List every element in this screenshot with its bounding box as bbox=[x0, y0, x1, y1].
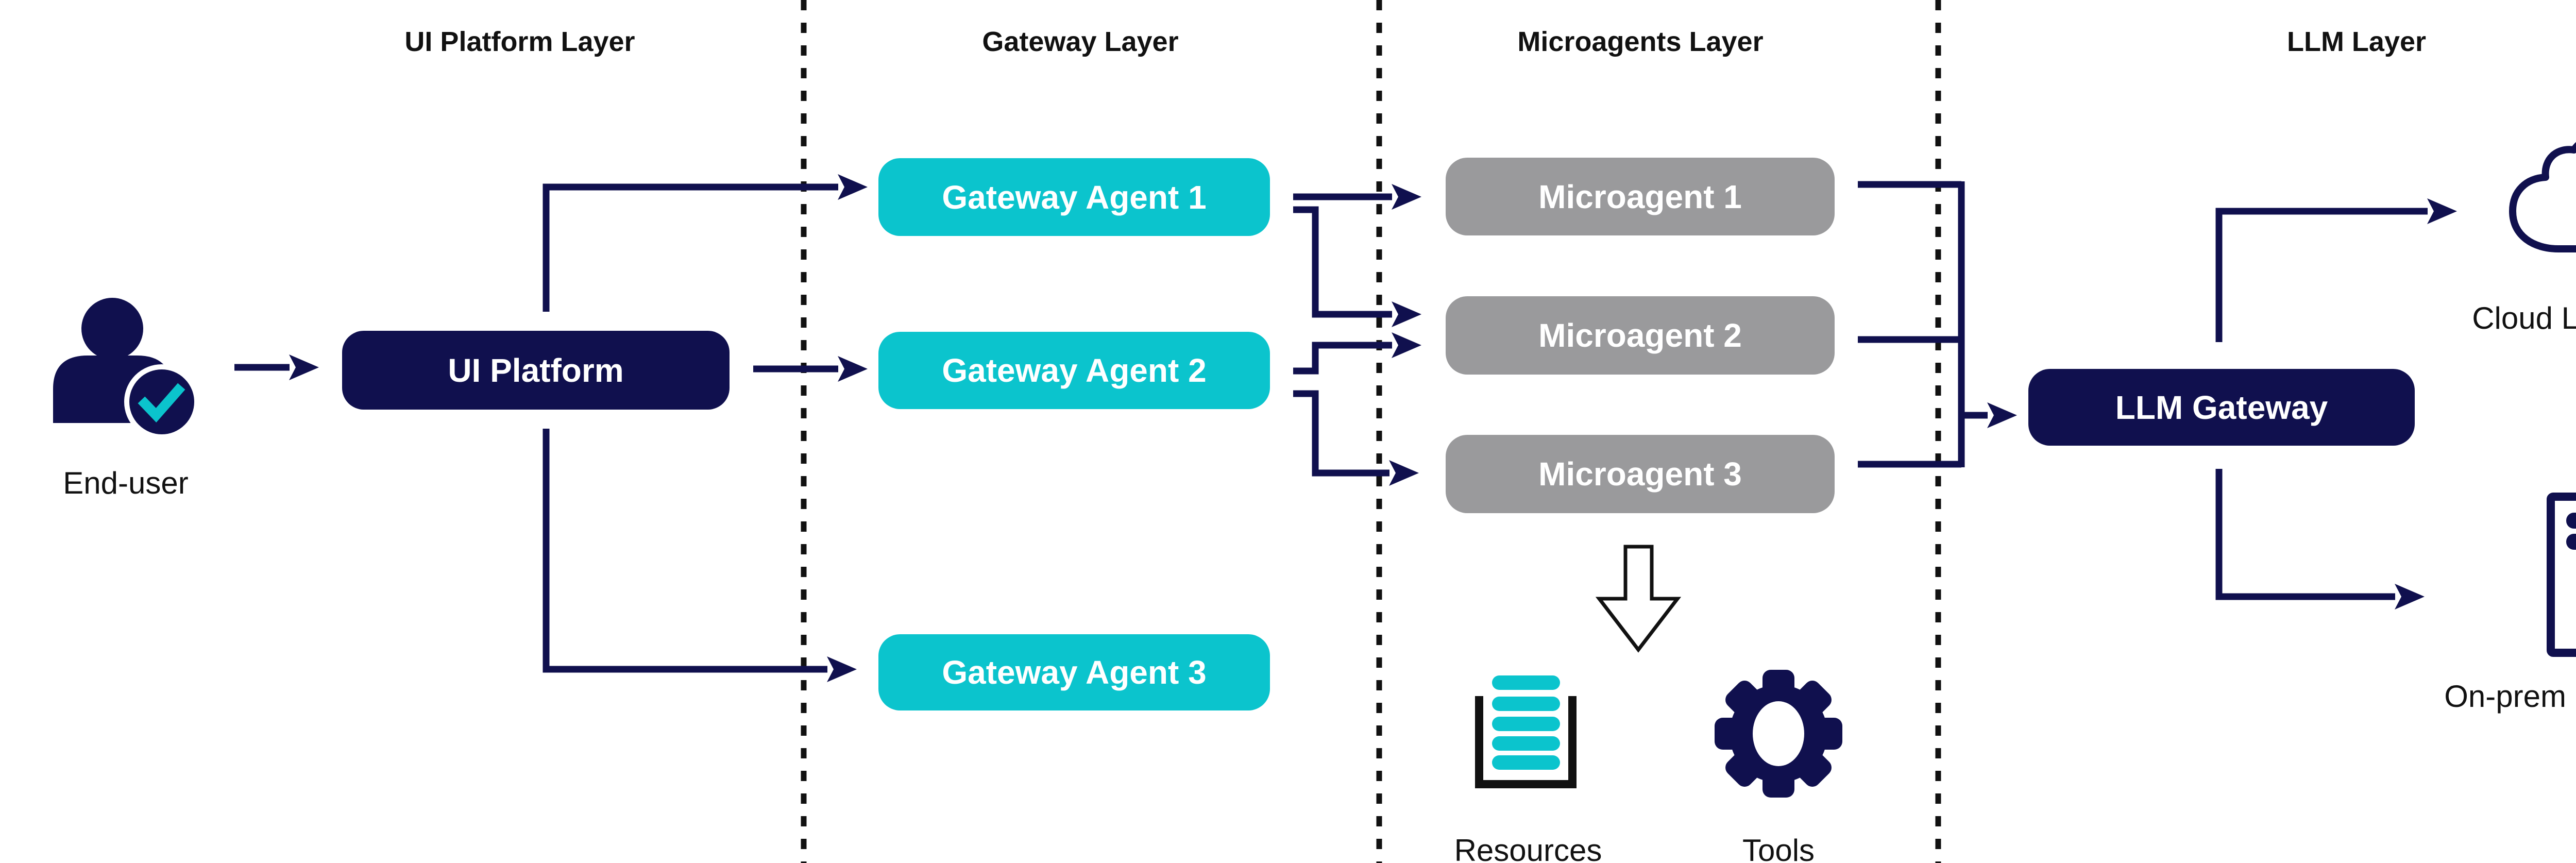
server-slot-2 bbox=[2566, 534, 2576, 550]
connector-ga2-to-microagent-3 bbox=[1293, 390, 1419, 486]
caption-cloud-llm-provider: Cloud LLM provider bbox=[2472, 301, 2576, 335]
down-arrow-icon bbox=[1595, 545, 1682, 653]
node-microagent-3: Microagent 3 bbox=[1446, 435, 1835, 513]
header-microagents-layer: Microagents Layer bbox=[1517, 26, 1764, 57]
gear-icon bbox=[1715, 670, 1842, 798]
node-gateway-agent-3: Gateway Agent 3 bbox=[878, 634, 1270, 710]
connector-ui-to-gateway-agent-3 bbox=[543, 429, 857, 682]
header-gateway-layer: Gateway Layer bbox=[982, 26, 1179, 57]
node-gateway-agent-2: Gateway Agent 2 bbox=[878, 332, 1270, 409]
header-llm-layer: LLM Layer bbox=[2286, 26, 2427, 57]
check-mark bbox=[138, 383, 185, 423]
layer-dividers bbox=[801, 0, 1941, 863]
caption-end-user: End-user bbox=[63, 466, 189, 500]
connector-ga1-to-microagent-2 bbox=[1293, 206, 1421, 327]
caption-tools: Tools bbox=[1742, 833, 1815, 863]
resources-bottom-wall bbox=[1475, 780, 1577, 788]
header-ui-platform-layer: UI Platform Layer bbox=[404, 26, 635, 57]
server-slot-1 bbox=[2566, 513, 2576, 529]
cloud-icon bbox=[2509, 142, 2576, 252]
node-llm-gateway: LLM Gateway bbox=[2028, 369, 2415, 446]
connector-llm-gateway-to-onprem bbox=[2215, 469, 2425, 610]
resources-bars bbox=[1492, 675, 1560, 770]
connector-ga2-to-microagent-2 bbox=[1293, 332, 1421, 375]
node-gateway-agent-1: Gateway Agent 1 bbox=[878, 158, 1270, 236]
node-microagent-1: Microagent 1 bbox=[1446, 158, 1835, 235]
resources-stack-icon bbox=[1475, 675, 1577, 788]
resources-right-wall bbox=[1568, 696, 1577, 788]
resources-left-wall bbox=[1475, 696, 1483, 788]
caption-resources: Resources bbox=[1454, 833, 1602, 863]
node-ui-platform: UI Platform bbox=[342, 331, 730, 410]
user-head bbox=[81, 298, 143, 360]
server-icon bbox=[2547, 493, 2576, 657]
connector-llm-gateway-to-cloud bbox=[2215, 198, 2457, 342]
connector-ui-to-gateway-agent-1 bbox=[543, 174, 868, 312]
node-microagent-2: Microagent 2 bbox=[1446, 296, 1835, 375]
user-check-icon bbox=[53, 298, 199, 439]
caption-on-prem-llm-provider: On-prem LLM provider bbox=[2444, 679, 2576, 714]
